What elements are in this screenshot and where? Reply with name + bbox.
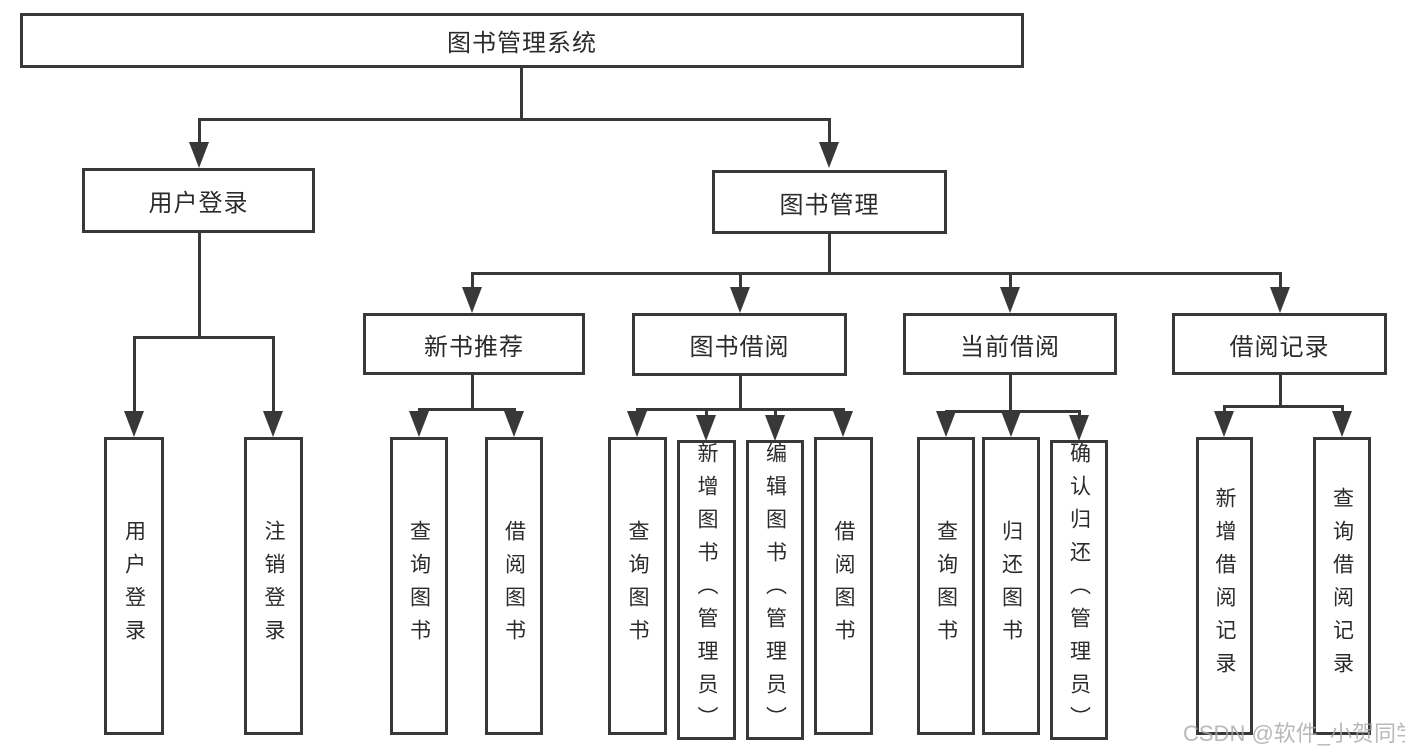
node-root-label: 图书管理系统 bbox=[447, 30, 597, 57]
arrow-down-icon bbox=[1332, 411, 1352, 437]
connector-line bbox=[1078, 410, 1081, 417]
node-new-book-recommend: 新书推荐 bbox=[363, 313, 585, 375]
arrow-down-icon bbox=[1069, 415, 1089, 441]
arrow-down-icon bbox=[936, 411, 956, 437]
node-rec-borrow-book: 借阅图书 bbox=[485, 437, 543, 735]
connector-line bbox=[471, 272, 1281, 275]
connector-line bbox=[471, 272, 474, 289]
node-cb-return-book: 归还图书 bbox=[982, 437, 1040, 735]
arrow-down-icon bbox=[833, 411, 853, 437]
node-logout: 注销登录 bbox=[244, 437, 303, 735]
arrow-down-icon bbox=[1270, 287, 1290, 313]
connector-line bbox=[1223, 405, 1226, 413]
arrow-down-icon bbox=[189, 142, 209, 168]
connector-line bbox=[828, 118, 831, 146]
node-cb-query-book-label: 查询图书 bbox=[934, 520, 958, 652]
node-bb-add-book: 新增图书（管理员） bbox=[677, 440, 736, 740]
node-cb-confirm-return-label: 确认归还（管理员） bbox=[1067, 441, 1091, 739]
connector-line bbox=[198, 118, 201, 146]
node-book-management: 图书管理 bbox=[712, 170, 947, 234]
node-br-query-record-label: 查询借阅记录 bbox=[1330, 487, 1354, 685]
connector-line bbox=[1223, 405, 1344, 408]
node-root: 图书管理系统 bbox=[20, 13, 1024, 68]
node-br-query-record: 查询借阅记录 bbox=[1313, 437, 1371, 735]
arrow-down-icon bbox=[1000, 287, 1020, 313]
node-current-borrow-label: 当前借阅 bbox=[960, 333, 1060, 361]
connector-line bbox=[198, 233, 201, 336]
connector-line bbox=[739, 272, 742, 289]
connector-line bbox=[739, 376, 742, 408]
arrow-down-icon bbox=[765, 415, 785, 441]
arrow-down-icon bbox=[696, 415, 716, 441]
node-cb-confirm-return: 确认归还（管理员） bbox=[1050, 440, 1108, 740]
connector-line bbox=[636, 408, 845, 411]
node-new-book-recommend-label: 新书推荐 bbox=[424, 333, 524, 361]
connector-line bbox=[705, 408, 708, 417]
node-logout-label: 注销登录 bbox=[262, 520, 285, 652]
connector-line bbox=[133, 336, 275, 339]
node-br-add-record-label: 新增借阅记录 bbox=[1213, 487, 1236, 685]
arrow-down-icon bbox=[730, 287, 750, 313]
arrow-down-icon bbox=[819, 142, 839, 168]
connector-line bbox=[133, 336, 136, 413]
node-bb-borrow-book-label: 借阅图书 bbox=[832, 520, 855, 652]
connector-line bbox=[1009, 375, 1012, 410]
node-book-borrow: 图书借阅 bbox=[632, 313, 847, 376]
node-book-management-label: 图书管理 bbox=[779, 191, 880, 219]
node-rec-borrow-book-label: 借阅图书 bbox=[502, 520, 526, 652]
node-rec-query-book-label: 查询图书 bbox=[407, 520, 431, 652]
arrow-down-icon bbox=[504, 411, 524, 437]
arrow-down-icon bbox=[124, 411, 144, 437]
connector-line bbox=[1341, 405, 1344, 413]
node-cb-query-book: 查询图书 bbox=[917, 437, 975, 735]
node-bb-borrow-book: 借阅图书 bbox=[814, 437, 873, 735]
connector-line bbox=[418, 408, 516, 411]
node-user-login-label: 用户登录 bbox=[148, 190, 249, 217]
node-bb-query-book: 查询图书 bbox=[608, 437, 667, 735]
node-rec-query-book: 查询图书 bbox=[390, 437, 448, 735]
arrow-down-icon bbox=[1001, 411, 1021, 437]
connector-line bbox=[1279, 375, 1282, 405]
node-book-borrow-label: 图书借阅 bbox=[689, 334, 790, 361]
node-current-borrow: 当前借阅 bbox=[903, 313, 1117, 375]
arrow-down-icon bbox=[409, 411, 429, 437]
node-bb-edit-book: 编辑图书（管理员） bbox=[746, 440, 804, 740]
connector-line bbox=[828, 234, 831, 272]
watermark: CSDN @软件_小贺同学 bbox=[1183, 721, 1405, 746]
connector-line bbox=[198, 118, 831, 121]
node-bb-query-book-label: 查询图书 bbox=[626, 520, 649, 652]
connector-line bbox=[520, 68, 523, 118]
connector-line bbox=[774, 408, 777, 417]
node-user-login-leaf: 用户登录 bbox=[104, 437, 164, 735]
arrow-down-icon bbox=[1214, 411, 1234, 437]
arrow-down-icon bbox=[263, 411, 283, 437]
arrow-down-icon bbox=[627, 411, 647, 437]
node-bb-add-book-label: 新增图书（管理员） bbox=[695, 441, 718, 739]
connector-line bbox=[272, 336, 275, 413]
node-cb-return-book-label: 归还图书 bbox=[999, 520, 1023, 652]
node-user-login: 用户登录 bbox=[82, 168, 315, 233]
node-bb-edit-book-label: 编辑图书（管理员） bbox=[763, 441, 787, 739]
connector-line bbox=[1009, 272, 1012, 289]
node-borrow-records: 借阅记录 bbox=[1172, 313, 1387, 375]
connector-line bbox=[1279, 272, 1282, 289]
node-user-login-leaf-label: 用户登录 bbox=[122, 520, 146, 652]
connector-line bbox=[471, 375, 474, 408]
arrow-down-icon bbox=[462, 287, 482, 313]
node-br-add-record: 新增借阅记录 bbox=[1196, 437, 1253, 735]
node-borrow-records-label: 借阅记录 bbox=[1229, 333, 1330, 361]
